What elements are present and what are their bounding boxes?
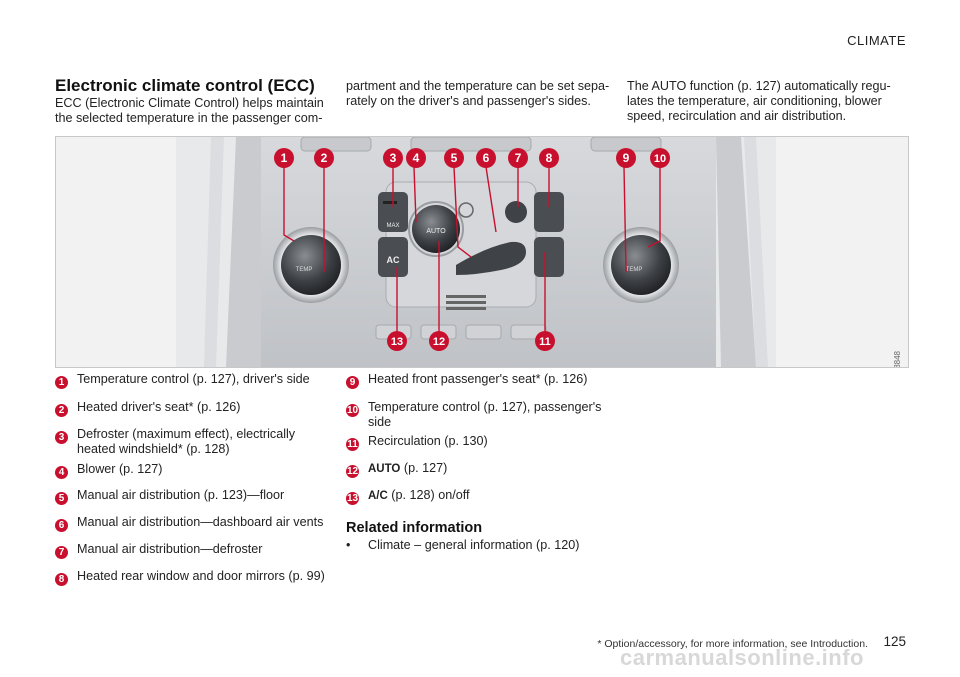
callout-5: 5	[451, 151, 458, 165]
item-rest: (p. 127)	[400, 461, 448, 475]
list-item: 3 Defroster (maximum effect), electrical…	[55, 427, 335, 457]
marker-4: 4	[55, 466, 68, 479]
callout-9: 9	[623, 151, 630, 165]
ac-label: AC	[387, 255, 400, 265]
marker-2: 2	[55, 404, 68, 417]
item-text: Manual air distribution—dashboard air ve…	[77, 515, 324, 529]
marker-13: 13	[346, 492, 359, 505]
callout-3: 3	[390, 151, 397, 165]
marker-7: 7	[55, 546, 68, 559]
figure-code: G028848	[893, 351, 902, 368]
item-text: Heated rear window and door mirrors (p. …	[77, 569, 325, 583]
marker-12: 12	[346, 465, 359, 478]
list-item: 9 Heated front passenger's seat* (p. 126…	[346, 372, 611, 389]
marker-3: 3	[55, 431, 68, 444]
list-item: 2 Heated driver's seat* (p. 126)	[55, 400, 335, 417]
item-text: Temperature control (p. 127), driver's s…	[77, 372, 310, 386]
related-link[interactable]: • Climate – general information (p. 120)	[346, 538, 579, 552]
callout-1: 1	[281, 151, 288, 165]
item-bold: AUTO	[368, 463, 401, 475]
header-section-title: CLIMATE	[847, 33, 906, 48]
list-item: 12 AUTO (p. 127)	[346, 461, 611, 478]
list-item: 4 Blower (p. 127)	[55, 462, 335, 479]
climate-panel-figure: MAX AC AUTO TEMP TEMP	[55, 136, 909, 368]
intro-paragraph-col1: ECC (Electronic Climate Control) helps m…	[55, 96, 324, 125]
item-text: Blower (p. 127)	[77, 462, 163, 476]
list-item: 7 Manual air distribution—defroster	[55, 542, 335, 559]
callout-8: 8	[546, 151, 553, 165]
footnote: * Option/accessory, for more information…	[597, 638, 868, 650]
marker-11: 11	[346, 438, 359, 451]
callout-7: 7	[515, 151, 522, 165]
item-text: Manual air distribution—defroster	[77, 542, 263, 556]
callout-10: 10	[654, 153, 666, 165]
list-item: 6 Manual air distribution—dashboard air …	[55, 515, 335, 532]
bullet-icon: •	[346, 538, 351, 552]
auto-label: AUTO	[426, 228, 446, 235]
callout-2: 2	[321, 151, 328, 165]
marker-1: 1	[55, 376, 68, 389]
list-item: 5 Manual air distribution (p. 123)—floor	[55, 488, 335, 505]
watermark: carmanualsonline.info	[620, 645, 864, 670]
marker-6: 6	[55, 519, 68, 532]
item-text: Manual air distribution (p. 123)—floor	[77, 488, 285, 502]
page-number: 125	[883, 634, 906, 649]
list-item: 11 Recirculation (p. 130)	[346, 434, 611, 451]
item-text: Defroster (maximum effect), electrically…	[77, 427, 296, 456]
callout-6: 6	[483, 151, 490, 165]
callout-4: 4	[413, 151, 420, 165]
intro-paragraph-col3: The AUTO function (p. 127) automatically…	[627, 79, 891, 123]
item-text: Heated front passenger's seat* (p. 126)	[368, 372, 588, 386]
related-link-text[interactable]: Climate – general information (p. 120)	[368, 538, 580, 552]
list-item: 1 Temperature control (p. 127), driver's…	[55, 372, 335, 389]
callout-13: 13	[391, 336, 403, 348]
related-information-heading: Related information	[346, 520, 483, 536]
item-text: AUTO (p. 127)	[368, 461, 447, 477]
temp-label-right: TEMP	[626, 267, 643, 273]
callout-11: 11	[539, 336, 551, 348]
callout-12: 12	[433, 336, 445, 348]
marker-8: 8	[55, 573, 68, 586]
marker-9: 9	[346, 376, 359, 389]
max-label: MAX	[386, 223, 399, 229]
item-text: A/C (p. 128) on/off	[368, 488, 470, 504]
list-item: 10 Temperature control (p. 127), passeng…	[346, 400, 611, 430]
climate-panel-illustration: MAX AC AUTO TEMP TEMP	[56, 137, 908, 367]
page-title: Electronic climate control (ECC)	[55, 76, 315, 95]
item-text: Temperature control (p. 127), passenger'…	[368, 400, 602, 429]
list-item: 8 Heated rear window and door mirrors (p…	[55, 569, 335, 586]
intro-paragraph-col2: partment and the temperature can be set …	[346, 79, 610, 108]
list-item: 13 A/C (p. 128) on/off	[346, 488, 611, 505]
marker-10: 10	[346, 404, 359, 417]
item-text: Heated driver's seat* (p. 126)	[77, 400, 241, 414]
item-rest: (p. 128) on/off	[387, 488, 470, 502]
marker-5: 5	[55, 492, 68, 505]
item-text: Recirculation (p. 130)	[368, 434, 488, 448]
item-bold: A/C	[368, 490, 388, 502]
temp-label-left: TEMP	[296, 267, 313, 273]
